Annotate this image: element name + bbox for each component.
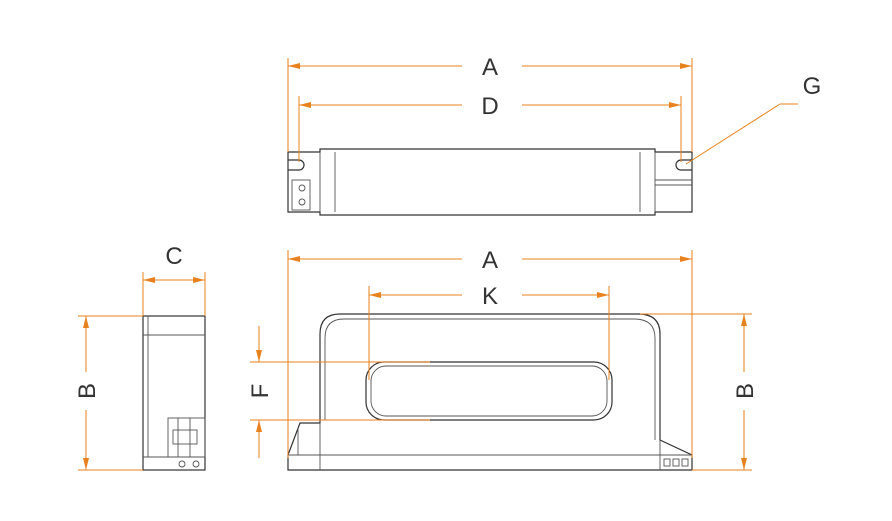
dimension-c xyxy=(142,272,206,316)
front-view-housing xyxy=(287,313,693,471)
top-view: A D G xyxy=(287,54,822,216)
label-c: C xyxy=(165,243,182,270)
top-view-housing xyxy=(287,148,693,216)
dimension-d xyxy=(298,96,682,162)
side-view-housing xyxy=(142,315,206,471)
dimension-k xyxy=(368,286,610,380)
label-g: G xyxy=(803,73,822,100)
label-b-left: B xyxy=(74,383,101,399)
dimension-b-right xyxy=(640,313,752,471)
label-d: D xyxy=(481,93,498,120)
label-a-top: A xyxy=(482,54,498,81)
label-f: F xyxy=(247,384,274,399)
dimension-a-front xyxy=(287,250,693,458)
dimension-a-top xyxy=(287,58,693,152)
leader-g xyxy=(685,103,798,165)
label-a-front: A xyxy=(482,247,498,274)
dimension-b-left xyxy=(78,315,143,471)
label-k: K xyxy=(482,283,498,310)
dimension-f xyxy=(250,326,430,458)
side-view: C B xyxy=(74,243,206,471)
label-b-right: B xyxy=(732,383,759,399)
front-view: A K F B xyxy=(247,247,759,471)
